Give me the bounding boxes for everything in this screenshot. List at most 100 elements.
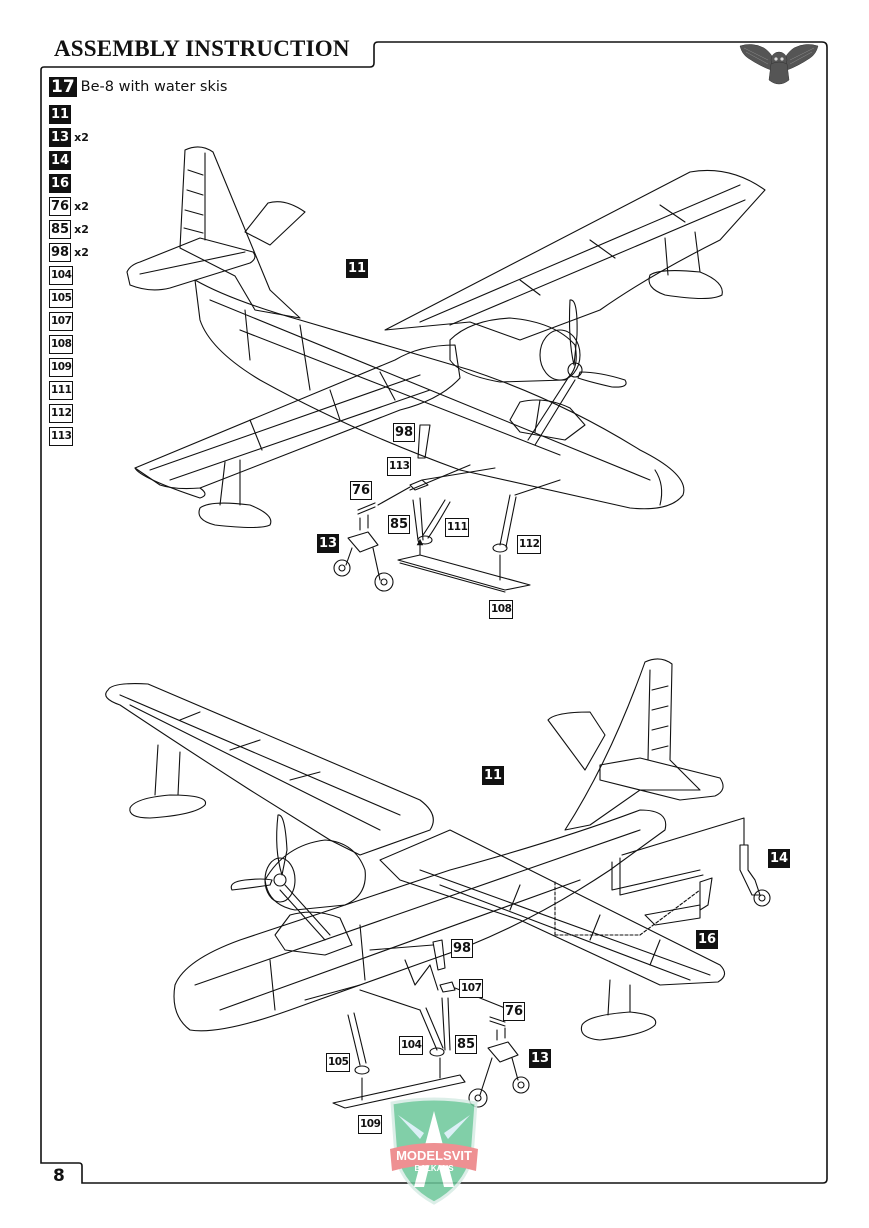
part-76-pin: [357, 502, 376, 511]
aircraft-diagram-top: [126, 146, 766, 593]
callout-part-107: 107: [459, 976, 484, 998]
callout-part-98: 98: [393, 423, 416, 442]
parts-list-item: 14: [49, 149, 89, 172]
callout-part-112: 112: [517, 532, 542, 554]
callout-part-98: 98: [451, 939, 474, 958]
callout-part-105: 105: [326, 1050, 351, 1072]
engine-nacelle: [264, 839, 366, 911]
callout-part-13: 13: [529, 1049, 552, 1068]
part-qty: x2: [74, 246, 89, 259]
stabilizer-right: [599, 757, 724, 801]
stabilizer-right: [244, 201, 306, 246]
float-left: [129, 794, 207, 819]
part-badge: 76: [49, 197, 72, 216]
part-76-pin: [489, 1016, 506, 1023]
part-105: [347, 1014, 361, 1066]
gear-13: [487, 1041, 519, 1063]
part-badge: 14: [49, 151, 72, 170]
part-badge: 16: [49, 174, 72, 193]
tail-fin: [564, 658, 701, 831]
part-badge: 113: [49, 427, 74, 446]
parts-list-item: 111: [49, 379, 89, 402]
float-left: [198, 502, 272, 529]
part-badge: 13: [49, 128, 72, 147]
parts-list-item: 113: [49, 425, 89, 448]
callout-part-85: 85: [388, 515, 411, 534]
callout-part-11: 11: [482, 766, 505, 785]
part-badge: 11: [49, 105, 72, 124]
parts-list-item: 11: [49, 103, 89, 126]
part-107: [439, 981, 456, 993]
float-right: [648, 269, 723, 300]
callout-part-109: 109: [358, 1112, 383, 1134]
modelsvit-balkans-logo: MODELSVIT BALKANS: [390, 1097, 478, 1205]
part-16: [644, 904, 701, 926]
wing-left: [134, 344, 461, 490]
stabilizer-left: [547, 711, 606, 771]
part-badge: 108: [49, 335, 74, 354]
tail-wheel-14: [739, 844, 761, 896]
part-111: [422, 499, 446, 536]
stabilizer-left: [126, 237, 256, 291]
fuselage: [194, 279, 685, 510]
float-right: [580, 1011, 657, 1041]
callout-part-76: 76: [503, 1002, 526, 1021]
wing-right: [379, 829, 726, 986]
propeller: [568, 299, 578, 366]
canopy: [509, 399, 586, 441]
part-qty: x2: [74, 200, 89, 213]
part-badge: 105: [49, 289, 74, 308]
owl-emblem-icon: [739, 44, 819, 85]
step-description: Be-8 with water skis: [80, 79, 228, 95]
canopy: [274, 911, 353, 956]
part-badge: 112: [49, 404, 74, 423]
parts-list-item: 104: [49, 264, 89, 287]
engine-nacelle: [449, 317, 577, 383]
callout-part-85: 85: [455, 1035, 478, 1054]
step-number: 17: [49, 77, 77, 97]
part-badge: 111: [49, 381, 74, 400]
gear-13: [347, 531, 379, 553]
callout-part-16: 16: [696, 930, 719, 949]
parts-list-item: 109: [49, 356, 89, 379]
part-qty: x2: [74, 131, 89, 144]
page-number: 8: [53, 1166, 65, 1186]
part-badge: 107: [49, 312, 74, 331]
propeller: [276, 814, 288, 876]
parts-list-item: 105: [49, 287, 89, 310]
callout-part-13: 13: [317, 534, 340, 553]
part-badge: 104: [49, 266, 74, 285]
callout-part-76: 76: [350, 481, 373, 500]
callout-part-108: 108: [489, 597, 514, 619]
parts-list-item: 112: [49, 402, 89, 425]
page-title: ASSEMBLY INSTRUCTION: [54, 36, 350, 61]
parts-list-item: 108: [49, 333, 89, 356]
callout-part-14: 14: [768, 849, 791, 868]
watermark-line1: MODELSVIT: [396, 1148, 472, 1163]
part-98-strut: [432, 939, 446, 971]
step-header: 17 Be-8 with water skis: [49, 77, 227, 97]
part-badge: 109: [49, 358, 74, 377]
part-85: [412, 499, 419, 541]
wing-left: [105, 683, 434, 856]
part-104: [419, 1009, 438, 1051]
ski-108: [397, 554, 531, 591]
wing-right: [384, 169, 766, 341]
part-badge: 85: [49, 220, 72, 239]
callout-part-11: 11: [346, 259, 369, 278]
callout-part-111: 111: [445, 515, 470, 537]
fuselage: [173, 809, 667, 1032]
part-badge: 98: [49, 243, 72, 262]
ski-109: [332, 1074, 466, 1109]
parts-list-item: 16: [49, 172, 89, 195]
tail-fin: [179, 146, 301, 319]
callout-part-104: 104: [399, 1033, 424, 1055]
part-98-strut: [417, 424, 431, 459]
